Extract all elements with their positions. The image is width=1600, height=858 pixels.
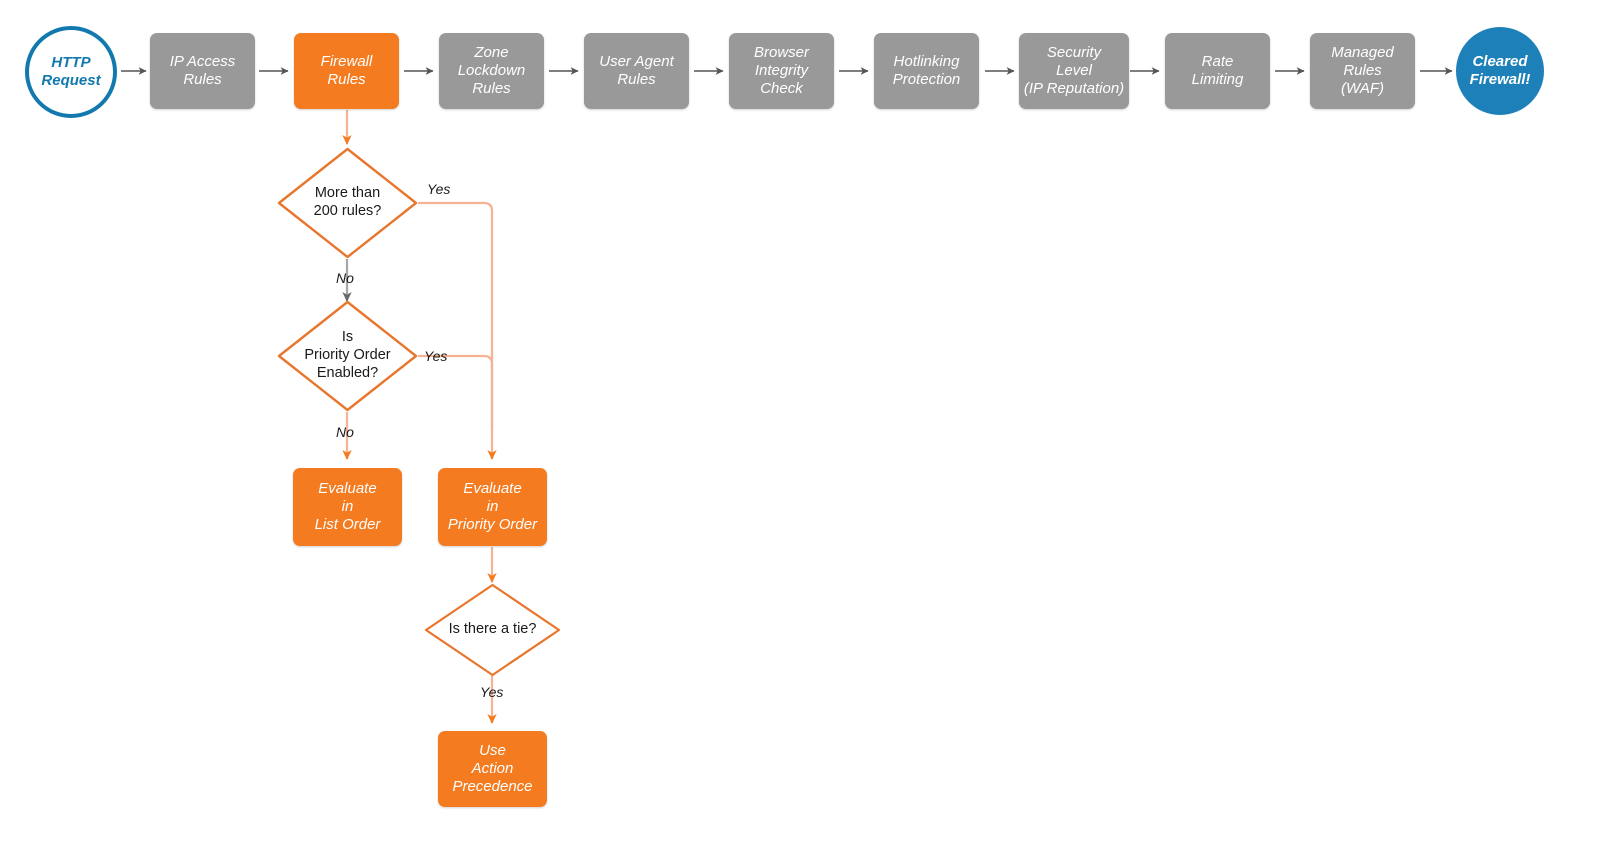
node-label: Rate Limiting <box>1191 52 1244 88</box>
edge-label-d1-no: No <box>336 270 354 286</box>
edge-label-d3-yes: Yes <box>480 684 504 700</box>
decision-more-than-200-rules[interactable]: More than 200 rules? <box>277 147 418 259</box>
node-label: Hotlinking Protection <box>892 52 961 88</box>
node-label: Evaluate in List Order <box>314 479 381 534</box>
node-rate-limiting[interactable]: Rate Limiting <box>1165 33 1270 109</box>
node-label: IP Access Rules <box>169 52 236 88</box>
node-cleared-firewall[interactable]: Cleared Firewall! <box>1456 27 1544 115</box>
node-use-action-precedence[interactable]: Use Action Precedence <box>438 731 547 807</box>
node-http-request[interactable]: HTTP Request <box>25 26 117 118</box>
node-managed-rules-waf[interactable]: Managed Rules (WAF) <box>1310 33 1415 109</box>
decision-label: Is there a tie? <box>448 621 537 638</box>
decision-label: More than 200 rules? <box>313 185 382 219</box>
node-label: Firewall Rules <box>320 52 373 88</box>
node-browser-integrity-check[interactable]: Browser Integrity Check <box>729 33 834 109</box>
diamond-shape <box>277 147 418 259</box>
node-label: User Agent Rules <box>599 52 674 88</box>
node-label: Use Action Precedence <box>452 741 533 796</box>
node-user-agent-rules[interactable]: User Agent Rules <box>584 33 689 109</box>
node-hotlinking-protection[interactable]: Hotlinking Protection <box>874 33 979 109</box>
node-zone-lockdown-rules[interactable]: Zone Lockdown Rules <box>439 33 544 109</box>
node-ip-access-rules[interactable]: IP Access Rules <box>150 33 255 109</box>
node-label: Cleared Firewall! <box>1469 52 1531 88</box>
diamond-shape <box>277 300 418 412</box>
decision-label: Is Priority Order Enabled? <box>304 329 391 381</box>
edge-label-d1-yes: Yes <box>427 181 451 197</box>
node-security-level[interactable]: Security Level (IP Reputation) <box>1019 33 1129 109</box>
edge-label-d2-no: No <box>336 424 354 440</box>
diamond-shape <box>424 583 561 677</box>
edge-label-d2-yes: Yes <box>424 348 448 364</box>
node-label: Evaluate in Priority Order <box>447 479 538 534</box>
node-firewall-rules[interactable]: Firewall Rules <box>294 33 399 109</box>
node-label: HTTP Request <box>41 53 101 89</box>
edge-d1-yes <box>418 201 497 460</box>
node-label: Zone Lockdown Rules <box>457 43 526 98</box>
node-evaluate-in-priority-order[interactable]: Evaluate in Priority Order <box>438 468 547 546</box>
node-label: Security Level (IP Reputation) <box>1023 43 1125 98</box>
node-label: Browser Integrity Check <box>753 43 809 98</box>
node-label: Managed Rules (WAF) <box>1331 43 1394 98</box>
node-evaluate-in-list-order[interactable]: Evaluate in List Order <box>293 468 402 546</box>
edge-d2-yes <box>418 354 494 430</box>
decision-is-there-a-tie[interactable]: Is there a tie? <box>424 583 561 677</box>
decision-is-priority-order-enabled[interactable]: Is Priority Order Enabled? <box>277 300 418 412</box>
